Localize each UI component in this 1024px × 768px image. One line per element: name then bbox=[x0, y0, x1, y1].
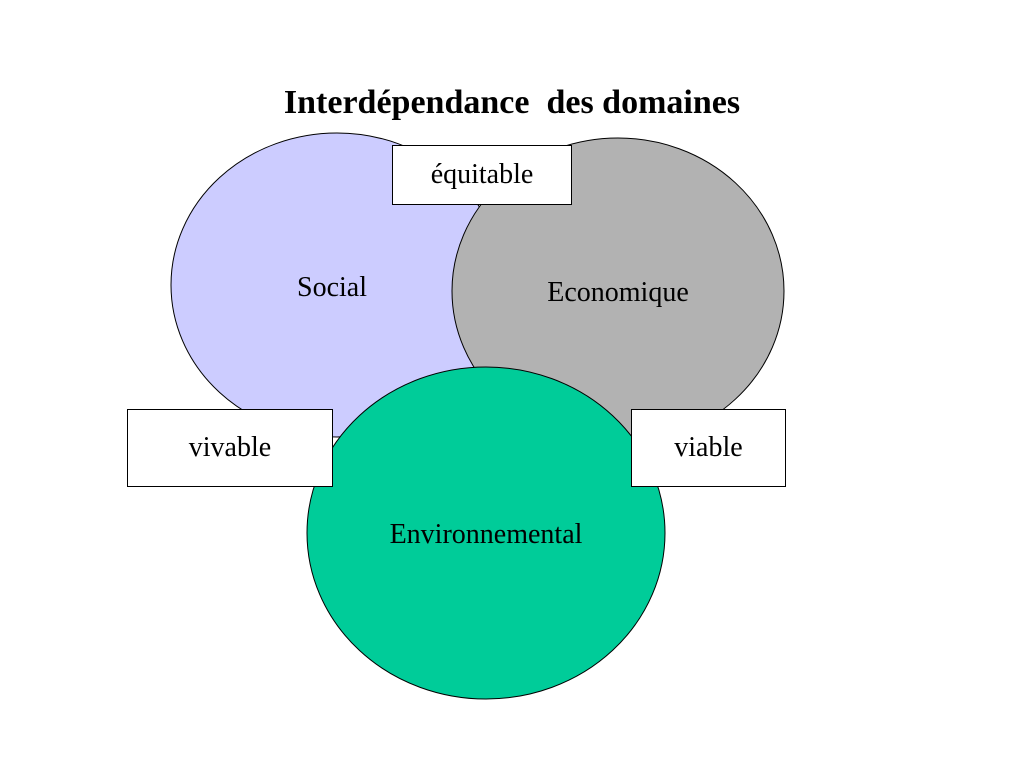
social-label: Social bbox=[297, 272, 367, 303]
diagram-title: Interdépendance des domaines bbox=[283, 84, 741, 121]
viable-box: viable bbox=[631, 409, 786, 487]
environnemental-circle bbox=[306, 366, 666, 700]
equitable-box: équitable bbox=[392, 145, 572, 205]
vivable-box: vivable bbox=[127, 409, 333, 487]
environnemental-label: Environnemental bbox=[389, 519, 583, 550]
economique-label: Economique bbox=[547, 277, 689, 308]
